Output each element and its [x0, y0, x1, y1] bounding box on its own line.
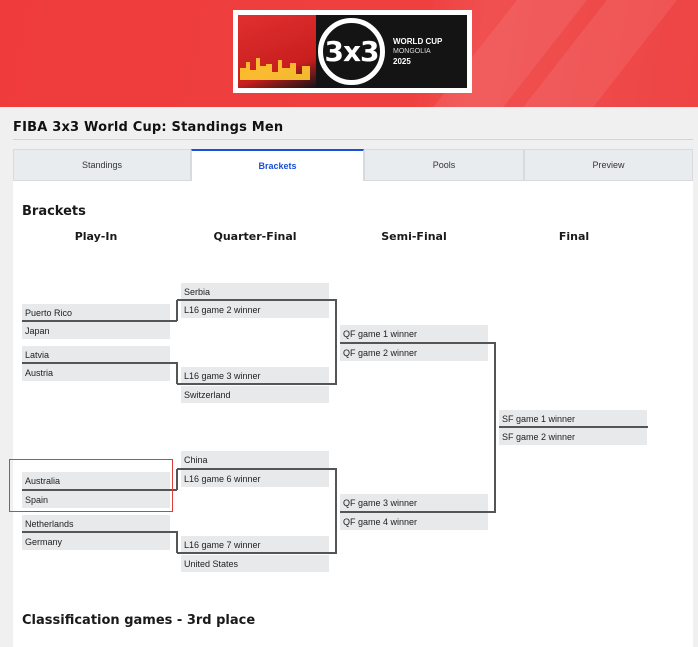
- world-cup-logo[interactable]: 3x3 WORLD CUP MONGOLIA 2025: [233, 10, 472, 93]
- play-in-team[interactable]: Latvia: [22, 346, 170, 363]
- round-header-play-in: Play-In: [74, 230, 118, 243]
- tab-brackets[interactable]: Brackets: [191, 149, 364, 181]
- connector-line: [177, 468, 337, 470]
- tab-pools[interactable]: Pools: [364, 149, 524, 181]
- quarter-final-slot[interactable]: Switzerland: [181, 386, 329, 403]
- connector-line: [335, 468, 337, 554]
- semi-final-slot[interactable]: QF game 2 winner: [340, 344, 488, 361]
- connector-line: [176, 362, 178, 384]
- play-in-team[interactable]: Austria: [22, 364, 170, 381]
- page-title: FIBA 3x3 World Cup: Standings Men: [13, 120, 284, 135]
- logo-text: WORLD CUP MONGOLIA 2025: [393, 37, 442, 67]
- connector-line: [177, 299, 337, 301]
- logo-ring: [318, 18, 385, 85]
- final-slot[interactable]: SF game 1 winner: [499, 410, 647, 427]
- title-divider: [13, 139, 693, 140]
- logo-line-1: WORLD CUP: [393, 37, 443, 46]
- play-in-team[interactable]: Puerto Rico: [22, 304, 170, 321]
- connector-line: [340, 511, 496, 513]
- connector-line: [340, 342, 496, 344]
- connector-line: [176, 531, 178, 553]
- tab-preview[interactable]: Preview: [524, 149, 693, 181]
- quarter-final-slot[interactable]: L16 game 7 winner: [181, 536, 329, 553]
- semi-final-slot[interactable]: QF game 3 winner: [340, 494, 488, 511]
- play-in-team[interactable]: Spain: [22, 491, 170, 508]
- connector-line: [22, 531, 177, 533]
- connector-line: [494, 342, 496, 513]
- brackets-heading: Brackets: [22, 204, 86, 219]
- logo-inner: 3x3 WORLD CUP MONGOLIA 2025: [238, 15, 467, 88]
- connector-line: [22, 489, 177, 491]
- tab-standings[interactable]: Standings: [13, 149, 191, 181]
- connector-line: [176, 469, 178, 490]
- classification-heading: Classification games - 3rd place: [22, 613, 256, 628]
- city-skyline-icon: [240, 58, 310, 80]
- logo-line-2: MONGOLIA: [393, 48, 431, 55]
- logo-line-3: 2025: [393, 57, 411, 66]
- play-in-team[interactable]: Germany: [22, 533, 170, 550]
- round-header-semi-final: Semi-Final: [381, 230, 447, 243]
- header-banner: 3x3 WORLD CUP MONGOLIA 2025: [0, 0, 698, 107]
- connector-line: [22, 362, 177, 364]
- quarter-final-slot[interactable]: China: [181, 451, 329, 468]
- connector-line: [335, 299, 337, 385]
- connector-line: [22, 320, 177, 322]
- play-in-team[interactable]: Japan: [22, 322, 170, 339]
- quarter-final-slot[interactable]: L16 game 2 winner: [181, 301, 329, 318]
- semi-final-slot[interactable]: QF game 4 winner: [340, 513, 488, 530]
- tab-bar: Standings Brackets Pools Preview: [13, 149, 693, 181]
- round-header-quarter-final: Quarter-Final: [213, 230, 297, 243]
- connector-line: [176, 300, 178, 321]
- quarter-final-slot[interactable]: L16 game 3 winner: [181, 367, 329, 384]
- highlight-annotation: [9, 459, 173, 512]
- connector-line: [177, 552, 337, 554]
- connector-line: [499, 426, 648, 428]
- semi-final-slot[interactable]: QF game 1 winner: [340, 325, 488, 342]
- play-in-team[interactable]: Australia: [22, 472, 170, 489]
- quarter-final-slot[interactable]: L16 game 6 winner: [181, 470, 329, 487]
- quarter-final-slot[interactable]: United States: [181, 555, 329, 572]
- connector-line: [177, 383, 337, 385]
- quarter-final-slot[interactable]: Serbia: [181, 283, 329, 300]
- play-in-team[interactable]: Netherlands: [22, 515, 170, 532]
- round-header-final: Final: [558, 230, 590, 243]
- logo-mark: 3x3: [324, 35, 379, 68]
- final-slot[interactable]: SF game 2 winner: [499, 428, 647, 445]
